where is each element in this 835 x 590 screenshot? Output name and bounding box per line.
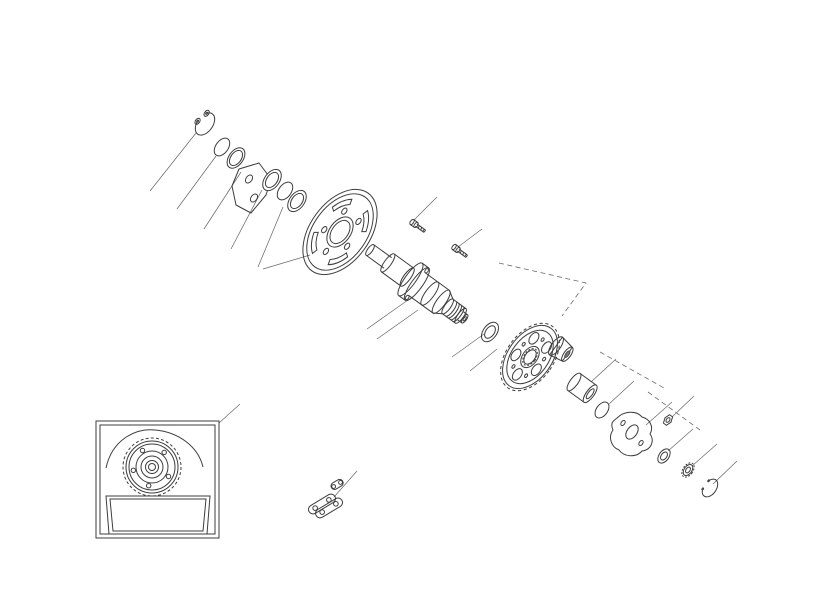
part-o-ring-small <box>594 401 610 419</box>
part-hub-spindle <box>365 244 469 324</box>
part-splined-bush <box>679 461 696 480</box>
part-screw-b <box>451 243 468 258</box>
part-rear-sprocket <box>489 312 572 401</box>
part-screw-a <box>409 218 426 233</box>
assembled-view-inset <box>95 420 220 539</box>
part-sprocket-flange <box>548 336 574 362</box>
part-spacer-bushing <box>566 372 598 404</box>
part-snap-ring-small <box>699 476 721 499</box>
part-chain-master-link <box>307 478 344 519</box>
part-shim-ring-2 <box>287 189 307 213</box>
leader-lines <box>149 132 738 498</box>
part-stopper-bracket <box>231 162 272 214</box>
part-shim-ring-1 <box>262 168 282 192</box>
inset-outer-border <box>95 420 220 539</box>
part-washer <box>478 319 502 345</box>
part-washer-small <box>655 447 672 466</box>
assembly-group-dashed-lines <box>498 262 701 431</box>
part-hub-flange <box>610 411 653 457</box>
part-snap-ring-large <box>190 108 219 139</box>
part-seal-ring <box>226 147 246 169</box>
part-nut <box>662 414 674 427</box>
inset-assembly-drawing <box>105 429 211 535</box>
part-slotted-disc <box>288 176 393 289</box>
part-o-ring <box>213 137 231 157</box>
part-o-ring-thick <box>276 180 294 202</box>
